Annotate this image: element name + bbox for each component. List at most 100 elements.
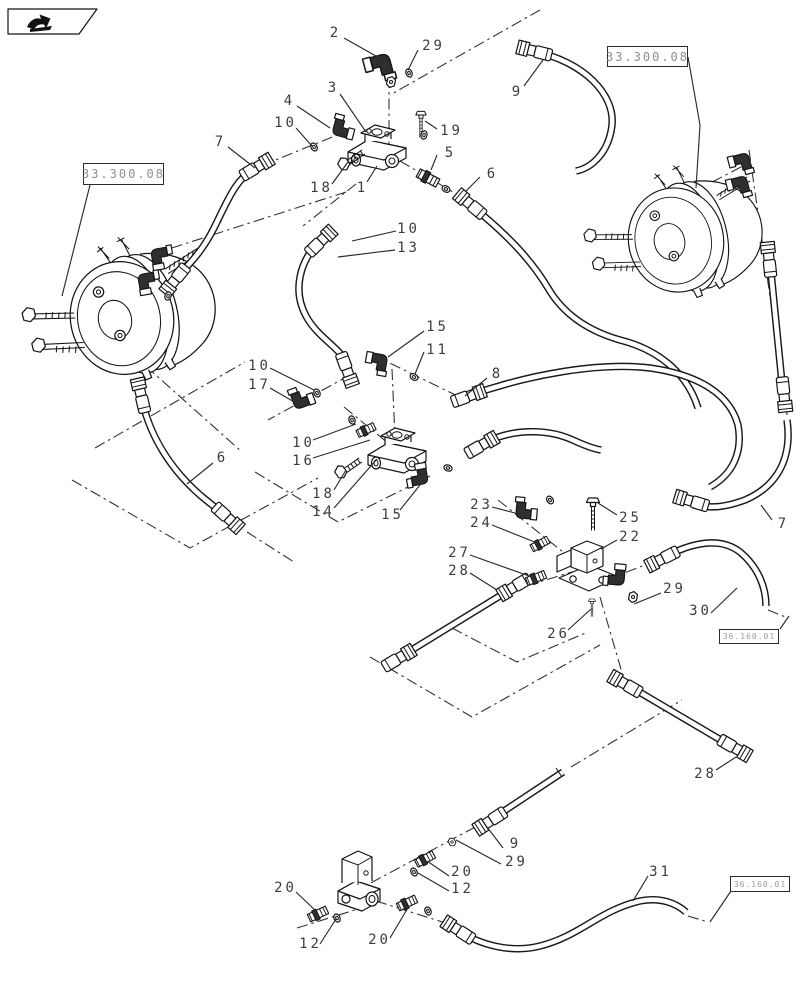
- callout-10: 10: [274, 115, 297, 131]
- leader-line-17: [269, 387, 297, 404]
- reference-box-36.160.01: 36.160.01: [730, 876, 790, 892]
- hose-mid-open: [462, 427, 602, 461]
- leader-line-29: [407, 49, 419, 71]
- callout-6: 6: [216, 450, 229, 466]
- callout-9: 9: [511, 84, 524, 100]
- callout-24: 24: [470, 515, 493, 531]
- leader-line-10: [269, 367, 315, 391]
- callout-26: 26: [547, 626, 570, 642]
- leader-line-29: [455, 839, 502, 865]
- callout-30: 30: [689, 603, 712, 619]
- leader-line-2: [343, 37, 384, 61]
- callout-19: 19: [440, 123, 463, 139]
- leader-line-9: [486, 826, 504, 849]
- callout-29: 29: [505, 854, 528, 870]
- callout-leaders: [61, 37, 790, 945]
- callout-11: 11: [426, 342, 449, 358]
- leader-line-18: [331, 161, 349, 185]
- leader-line-29: [633, 592, 662, 605]
- callout-9: 9: [509, 836, 522, 852]
- leader-line-10: [351, 230, 397, 242]
- callout-10: 10: [248, 358, 271, 374]
- callout-27: 27: [448, 545, 471, 561]
- callout-29: 29: [663, 581, 686, 597]
- brand-arrow-logo: [7, 8, 98, 35]
- hose-28-left: [379, 571, 534, 674]
- hose-7-right: [672, 419, 792, 514]
- callout-12: 12: [451, 881, 474, 897]
- callout-23: 23: [470, 497, 493, 513]
- leader-line-28: [469, 572, 498, 591]
- hose-9-top: [515, 39, 616, 175]
- leader-line-20: [426, 860, 450, 877]
- leader-line-5: [430, 154, 438, 171]
- leader-line-22: [600, 539, 618, 550]
- reference-box-33.300.08: 33.300.08: [82, 163, 164, 185]
- callout-17: 17: [248, 377, 271, 393]
- callout-3: 3: [327, 80, 340, 96]
- leader-line-10: [312, 423, 357, 441]
- leader-line-30: [710, 587, 738, 614]
- hose-31: [439, 896, 689, 953]
- leader-line-14: [333, 458, 378, 509]
- callout-13: 13: [397, 240, 420, 256]
- callout-10: 10: [397, 221, 420, 237]
- hose-6-left: [129, 376, 246, 536]
- leader-line-12: [417, 872, 450, 892]
- leader-line-10: [295, 127, 313, 147]
- callout-20: 20: [451, 864, 474, 880]
- leader-line-31: [632, 875, 649, 902]
- hose-28-right: [606, 668, 754, 764]
- leader-line-16: [312, 439, 371, 459]
- callout-8: 8: [491, 366, 504, 382]
- leader-line-3: [339, 93, 367, 133]
- reference-box-33.300.08: 33.300.08: [606, 46, 688, 67]
- callout-16: 16: [292, 453, 315, 469]
- callout-7: 7: [777, 516, 790, 532]
- reference-box-36.160.01: 36.160.01: [719, 629, 779, 644]
- callout-10: 10: [292, 435, 315, 451]
- hose-8: [449, 362, 743, 491]
- callout-31: 31: [649, 864, 672, 880]
- leader-line-12: [319, 918, 337, 945]
- callout-20: 20: [368, 932, 391, 948]
- leader-line-27: [469, 554, 533, 578]
- leader-line-25: [597, 502, 618, 516]
- leader-line-7: [227, 146, 256, 169]
- refbox-leader-36.160.01: [709, 890, 732, 923]
- callout-25: 25: [619, 510, 642, 526]
- callout-29: 29: [422, 38, 445, 54]
- callout-15: 15: [426, 319, 449, 335]
- leader-line-1: [366, 165, 378, 183]
- relay-valve-1: [347, 124, 407, 171]
- callout-18: 18: [312, 486, 335, 502]
- callout-20: 20: [274, 880, 297, 896]
- callout-12: 12: [299, 936, 322, 952]
- callout-22: 22: [619, 529, 642, 545]
- callout-2: 2: [329, 25, 342, 41]
- leader-line-6: [186, 462, 214, 485]
- refbox-leader-33.300.08: [61, 184, 91, 297]
- leader-line-20: [295, 891, 318, 913]
- callout-1: 1: [356, 180, 369, 196]
- hose-30: [643, 539, 770, 607]
- brake-chamber-right: [572, 148, 775, 320]
- hose-9-bottom: [471, 767, 566, 837]
- leader-line-15: [399, 484, 421, 511]
- leader-line-8: [464, 377, 488, 397]
- hose-6-right: [451, 187, 702, 410]
- callout-18: 18: [310, 180, 333, 196]
- callout-28: 28: [694, 766, 717, 782]
- hose-13: [295, 223, 360, 389]
- callout-4: 4: [283, 93, 296, 109]
- callout-6: 6: [486, 166, 499, 182]
- leader-line-9: [523, 59, 544, 87]
- leader-line-26: [567, 608, 592, 631]
- callout-14: 14: [312, 504, 335, 520]
- leader-line-23: [491, 506, 516, 514]
- callout-28: 28: [448, 563, 471, 579]
- leader-line-13: [337, 249, 396, 258]
- leader-line-20: [389, 905, 410, 939]
